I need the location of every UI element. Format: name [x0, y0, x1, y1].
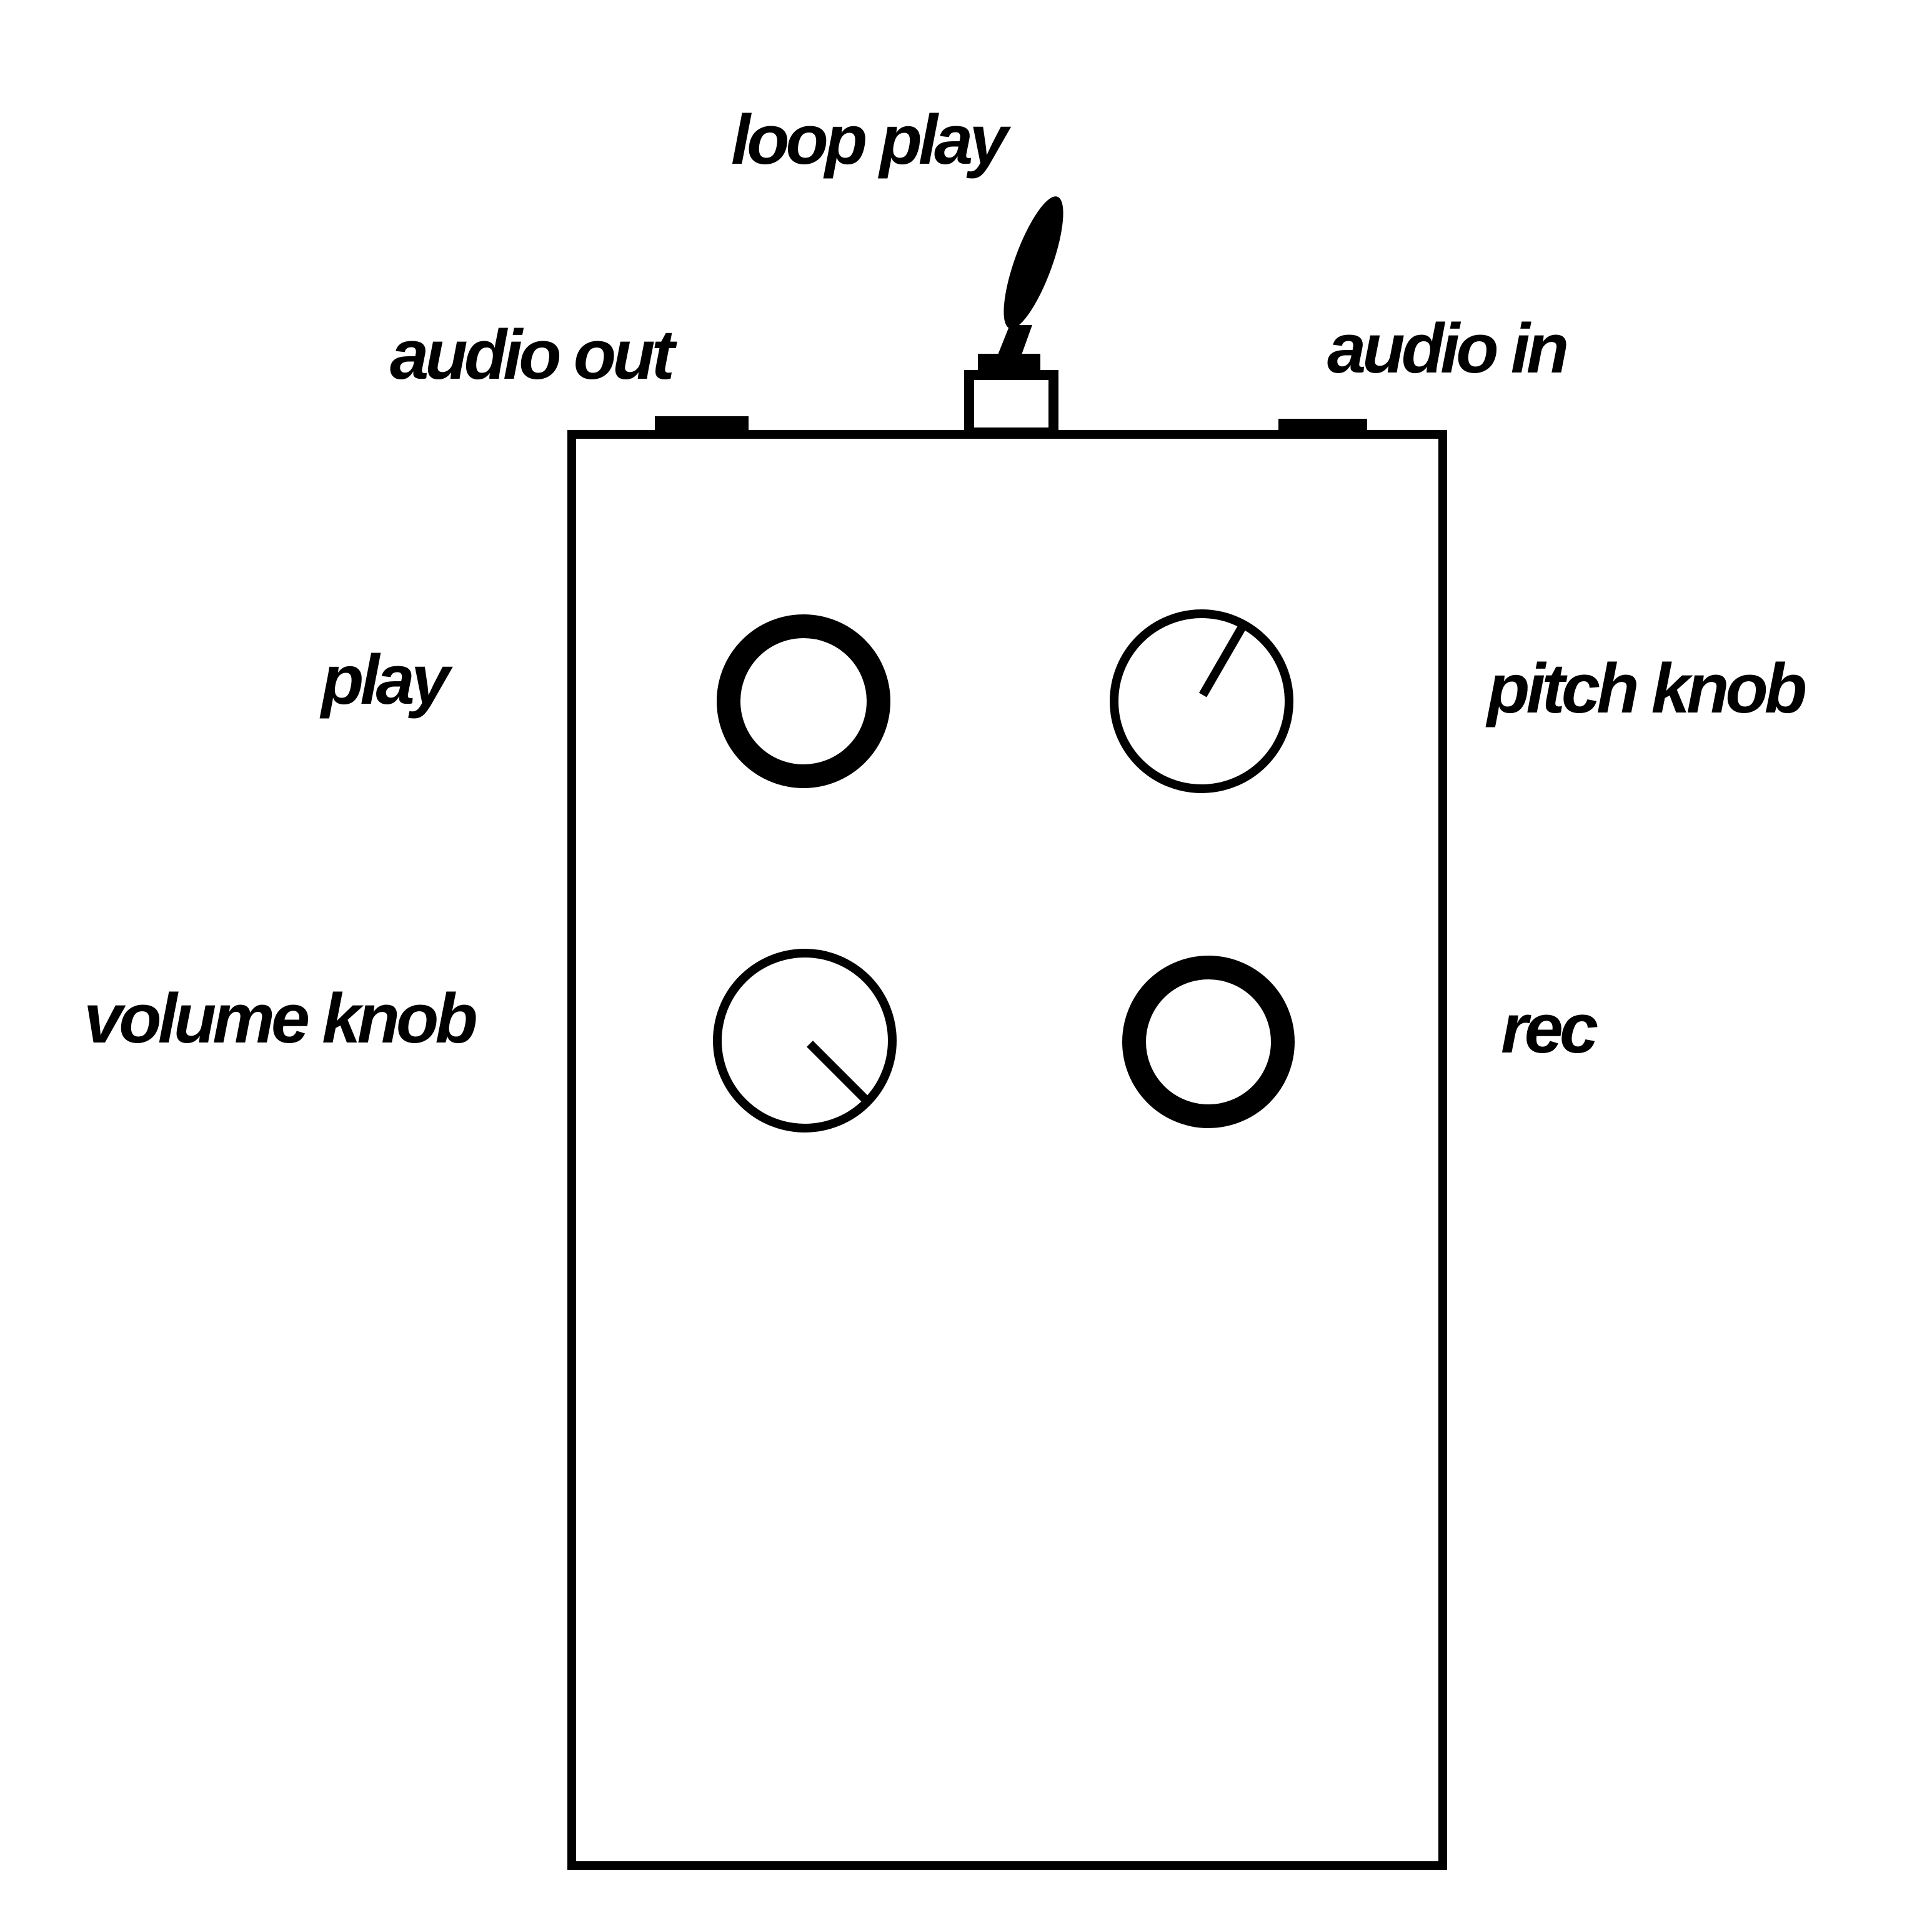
pitch-knob-body	[1110, 609, 1293, 793]
volume-knob[interactable]	[713, 949, 897, 1132]
rec-footswitch[interactable]	[1122, 956, 1295, 1128]
pitch-knob-label: pitch knob	[1485, 649, 1806, 728]
play-footswitch[interactable]	[717, 614, 890, 788]
rec-label: rec	[1501, 989, 1598, 1068]
loop-play-toggle-switch[interactable]	[964, 190, 1075, 438]
volume-knob-body	[713, 949, 897, 1132]
loop-play-label: loop play	[731, 101, 1011, 179]
audio-out-jack	[655, 416, 749, 435]
toggle-switch-stem	[997, 325, 1032, 356]
pedal-enclosure	[567, 430, 1447, 1870]
pitch-knob-indicator	[1198, 624, 1247, 698]
audio-out-label: audio out	[390, 316, 678, 394]
audio-in-jack	[1278, 419, 1367, 435]
toggle-switch-nut	[978, 354, 1040, 372]
volume-knob-indicator	[807, 1041, 868, 1102]
volume-knob-label: volume knob	[84, 979, 476, 1058]
pitch-knob[interactable]	[1110, 609, 1293, 793]
play-label: play	[319, 641, 453, 719]
audio-in-label: audio in	[1327, 309, 1566, 388]
toggle-switch-housing	[964, 370, 1058, 438]
toggle-switch-lever	[1003, 196, 1063, 329]
